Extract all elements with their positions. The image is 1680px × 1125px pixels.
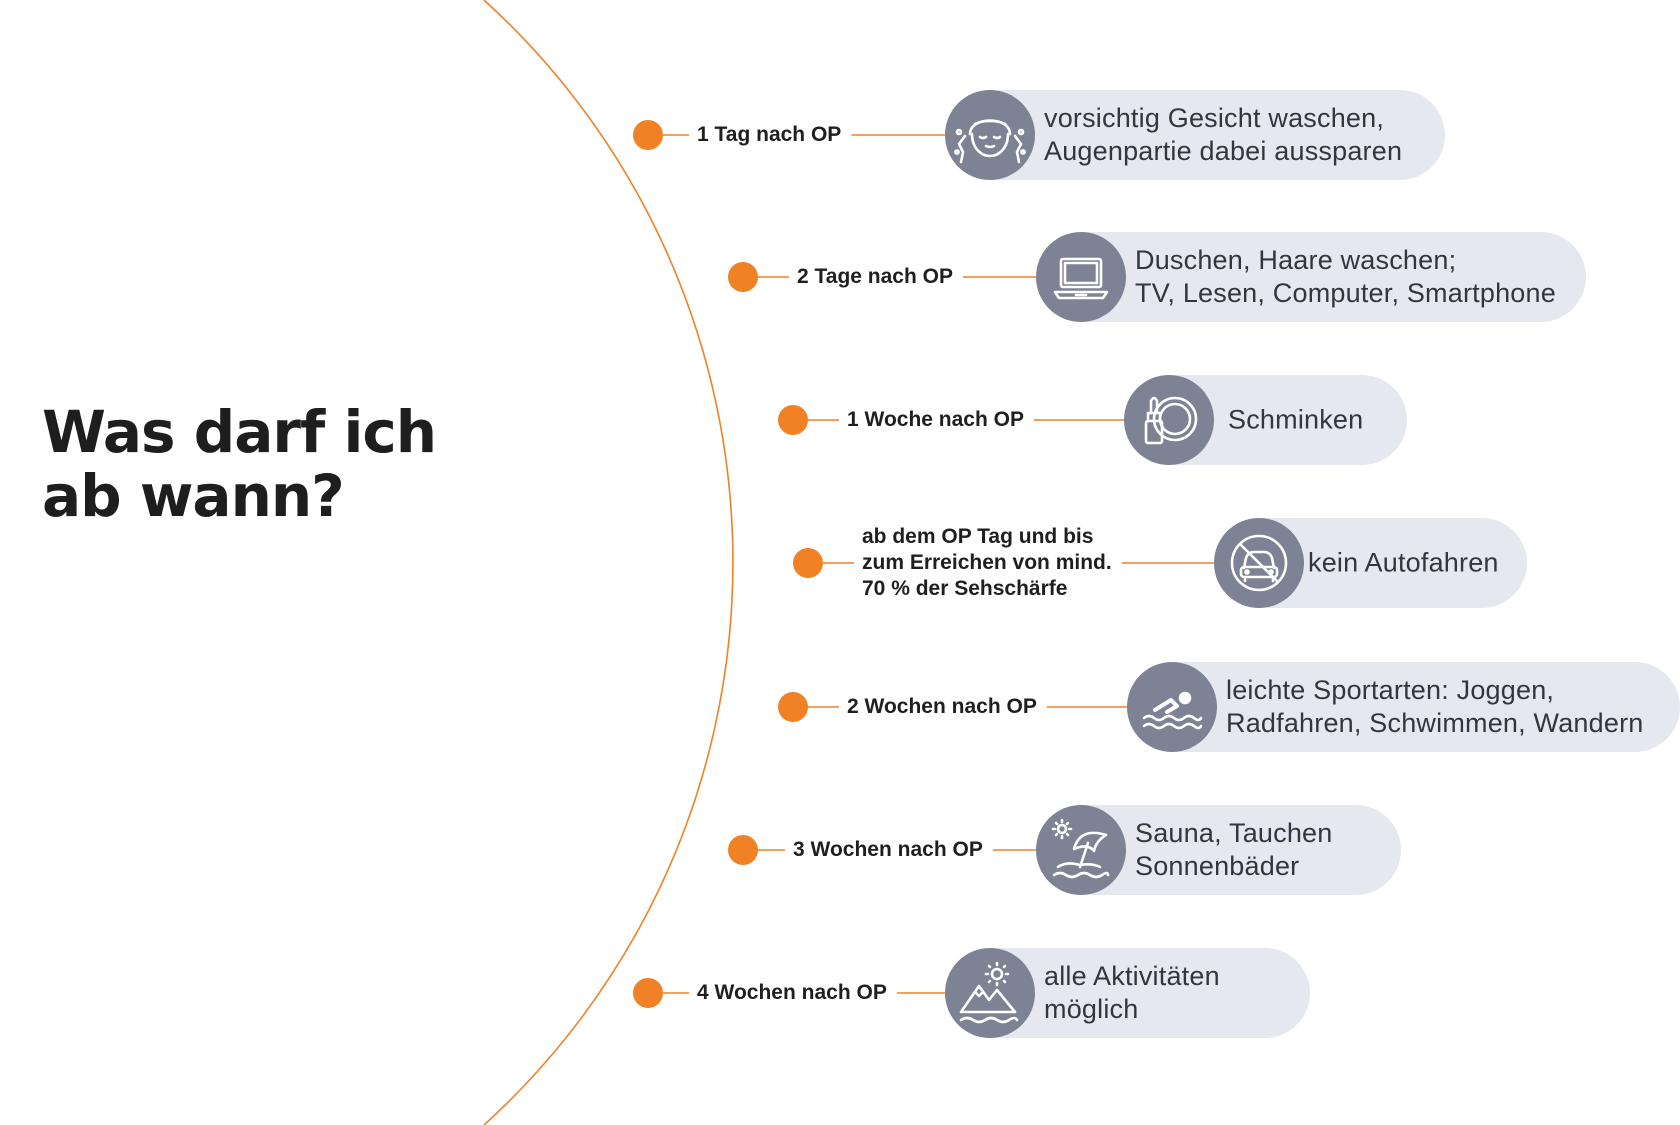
step-card-2: Duschen, Haare waschen; TV, Lesen, Compu… <box>1036 232 1586 322</box>
step-card-1: vorsichtig Gesicht waschen, Augenpartie … <box>945 90 1445 180</box>
page-title-line-2: ab wann? <box>42 462 345 530</box>
page-title-line-1: Was darf ich <box>42 398 437 466</box>
step-card-4: kein Autofahren <box>1214 518 1527 608</box>
step-label-2: 2 Tage nach OP <box>797 265 953 288</box>
no-car-icon <box>1214 518 1304 608</box>
face-washing-icon <box>945 90 1035 180</box>
step-text-5: leichte Sportarten: Joggen, Radfahren, S… <box>1226 675 1644 738</box>
makeup-icon <box>1124 375 1214 465</box>
step-label-1: 1 Tag nach OP <box>697 123 842 146</box>
step-label-5: 2 Wochen nach OP <box>847 695 1037 718</box>
timeline-dot-5 <box>778 692 808 722</box>
step-label-3: 1 Woche nach OP <box>847 408 1024 431</box>
step-card-3: Schminken <box>1124 375 1407 465</box>
timeline-dot-7 <box>633 978 663 1008</box>
step-text-7: alle Aktivitäten möglich <box>1044 961 1220 1024</box>
timeline-dot-3 <box>778 405 808 435</box>
step-text-2: Duschen, Haare waschen; TV, Lesen, Compu… <box>1135 245 1556 308</box>
step-label-4: ab dem OP Tag und bis zum Erreichen von … <box>862 525 1112 600</box>
swimmer-icon <box>1127 662 1217 752</box>
step-text-4: kein Autofahren <box>1308 547 1499 578</box>
timeline-arc <box>483 0 734 1125</box>
step-text-6: Sauna, Tauchen Sonnenbäder <box>1135 818 1333 881</box>
page-title: Was darf ich ab wann? <box>42 400 562 528</box>
step-card-5: leichte Sportarten: Joggen, Radfahren, S… <box>1127 662 1680 752</box>
laptop-icon <box>1036 232 1126 322</box>
connector-lines <box>663 134 1214 994</box>
step-label-6: 3 Wochen nach OP <box>793 838 983 861</box>
mountains-sun-icon <box>945 948 1035 1038</box>
step-text-3: Schminken <box>1228 404 1364 435</box>
timeline-dot-6 <box>728 835 758 865</box>
timeline-dot-4 <box>793 548 823 578</box>
beach-umbrella-icon <box>1036 805 1126 895</box>
timeline-dot-1 <box>633 120 663 150</box>
step-card-6: Sauna, Tauchen Sonnenbäder <box>1036 805 1401 895</box>
step-text-1: vorsichtig Gesicht waschen, Augenpartie … <box>1044 103 1403 166</box>
step-label-7: 4 Wochen nach OP <box>697 981 887 1004</box>
step-card-7: alle Aktivitäten möglich <box>945 948 1310 1038</box>
timeline-dot-2 <box>728 262 758 292</box>
